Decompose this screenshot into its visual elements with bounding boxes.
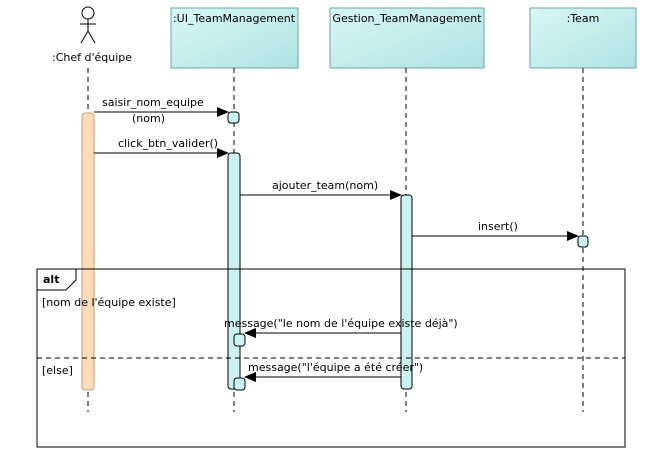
activation-actor (81, 112, 95, 391)
message-ajouter-label: ajouter_team(nom) (272, 179, 378, 192)
actor-label: :Chef d'équipe (52, 51, 132, 64)
alt-operator-tab (36, 268, 77, 291)
alt-guard-2: [else] (42, 364, 73, 377)
lifeline-gestion-label: Gestion_TeamManagement (332, 12, 482, 25)
lifeline-team-label: :Team (567, 12, 600, 25)
actor-chef-equipe[interactable]: :Chef d'équipe (52, 6, 132, 64)
message-nom-existe[interactable]: message("le nom de l'équipe existe déjà"… (224, 317, 458, 338)
message-click-btn-valider[interactable]: click_btn_valider() (94, 137, 229, 158)
message-nom-existe-label: message("le nom de l'équipe existe déjà"… (224, 317, 458, 330)
message-ajouter-team[interactable]: ajouter_team(nom) (240, 179, 402, 200)
actor-stick-figure-icon (80, 6, 96, 44)
activation-ui-self-2 (233, 377, 246, 391)
activation-ui-self-1 (233, 333, 246, 347)
activation-ui-2 (227, 152, 241, 390)
message-equipe-creee-label: message("l'équipe a été créer") (248, 361, 423, 374)
lifeline-ui-header[interactable]: :UI_TeamManagement (170, 7, 299, 69)
activation-gestion (400, 194, 413, 390)
message-saisir-nom-equipe[interactable]: saisir_nom_equipe (nom) (94, 96, 229, 125)
message-equipe-creee[interactable]: message("l'équipe a été créer") (244, 361, 423, 382)
message-saisir-sublabel: (nom) (132, 112, 165, 125)
activation-ui-1 (227, 111, 240, 124)
message-insert-label: insert() (478, 220, 518, 233)
alt-fragment[interactable]: alt [nom de l'équipe existe] [else] (36, 268, 626, 448)
message-saisir-label: saisir_nom_equipe (102, 96, 204, 109)
lifeline-ui-label: :UI_TeamManagement (173, 12, 296, 25)
activation-team (577, 235, 589, 248)
message-click-label: click_btn_valider() (118, 137, 218, 150)
lifeline-team-header[interactable]: :Team (529, 7, 637, 69)
alt-guard-1: [nom de l'équipe existe] (42, 296, 176, 309)
message-insert[interactable]: insert() (412, 220, 579, 241)
lifeline-gestion-header[interactable]: Gestion_TeamManagement (329, 7, 485, 69)
alt-operator-label: alt (43, 273, 59, 286)
